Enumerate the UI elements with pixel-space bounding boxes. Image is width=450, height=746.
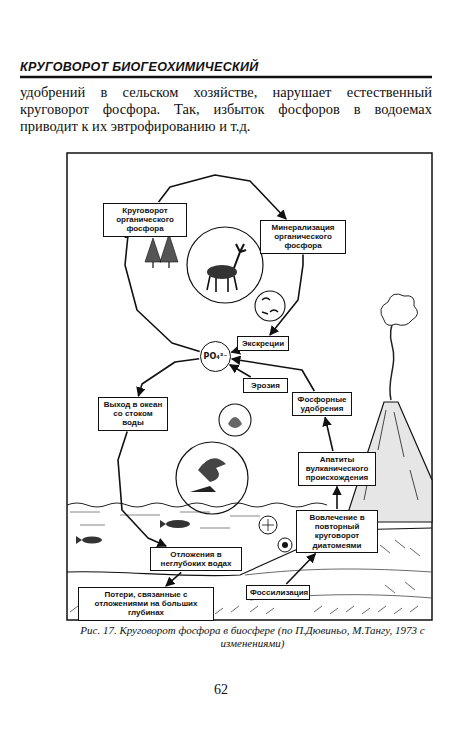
body-text: удобрений в сельском хозяйстве, нарушает… [20, 84, 432, 135]
flow-arrow [325, 417, 333, 451]
flow-arrow [231, 351, 236, 352]
process-box: Экскреции [237, 336, 289, 351]
process-box: Фоссилизация [246, 585, 310, 600]
flow-arrow [138, 359, 199, 396]
flow-arrow [230, 365, 251, 377]
node-text: Фосфорные удобрения [296, 395, 348, 413]
process-box: Выход в океан со стоком воды [98, 397, 168, 431]
flow-arrow [336, 487, 338, 509]
cycle-box: Круговорот органического фосфора [103, 203, 187, 237]
node-text: Круговорот органического фосфора [107, 206, 183, 234]
node-text: Минерализация органического фосфора [264, 223, 342, 251]
flow-arrow [125, 235, 200, 352]
node-text: Фоссилизация [250, 588, 306, 597]
node-text: Потери, связанные с отложениями на больш… [82, 590, 210, 618]
flow-arrow [118, 432, 166, 546]
ion-circle: PO₄³⁻ [200, 341, 231, 372]
sink-box: Отложения в неглубоких водах [150, 547, 242, 571]
node-text: Отложения в неглубоких водах [154, 550, 238, 568]
flow-arrow [286, 554, 315, 584]
node-text: Выход в океан со стоком воды [102, 400, 164, 428]
process-box: Вовлечение в повторный круговорот диатом… [296, 510, 378, 553]
page-number: 62 [214, 682, 244, 698]
flow-arrow [166, 572, 181, 586]
node-text: Эрозия [247, 381, 284, 390]
source-box: Фосфорные удобрения [292, 392, 352, 416]
node-text: Экскреции [241, 339, 285, 348]
running-head: КРУГОВОРОТ БИОГЕОХИМИЧЕСКИЙ [20, 60, 432, 74]
figure-caption: Рис. 17. Круговорот фосфора в биосфере (… [80, 624, 425, 650]
process-box: Минерализация органического фосфора [260, 220, 346, 254]
flow-arrow [270, 255, 303, 335]
node-text: PO₄³⁻ [204, 352, 228, 361]
process-box: Эрозия [243, 378, 288, 393]
node-text: Апатиты вулканического происхождения [302, 455, 372, 483]
sink-box: Потери, связанные с отложениями на больш… [78, 587, 214, 621]
node-text: Вовлечение в повторный круговорот диатом… [300, 513, 374, 550]
source-box: Апатиты вулканического происхождения [298, 452, 376, 486]
